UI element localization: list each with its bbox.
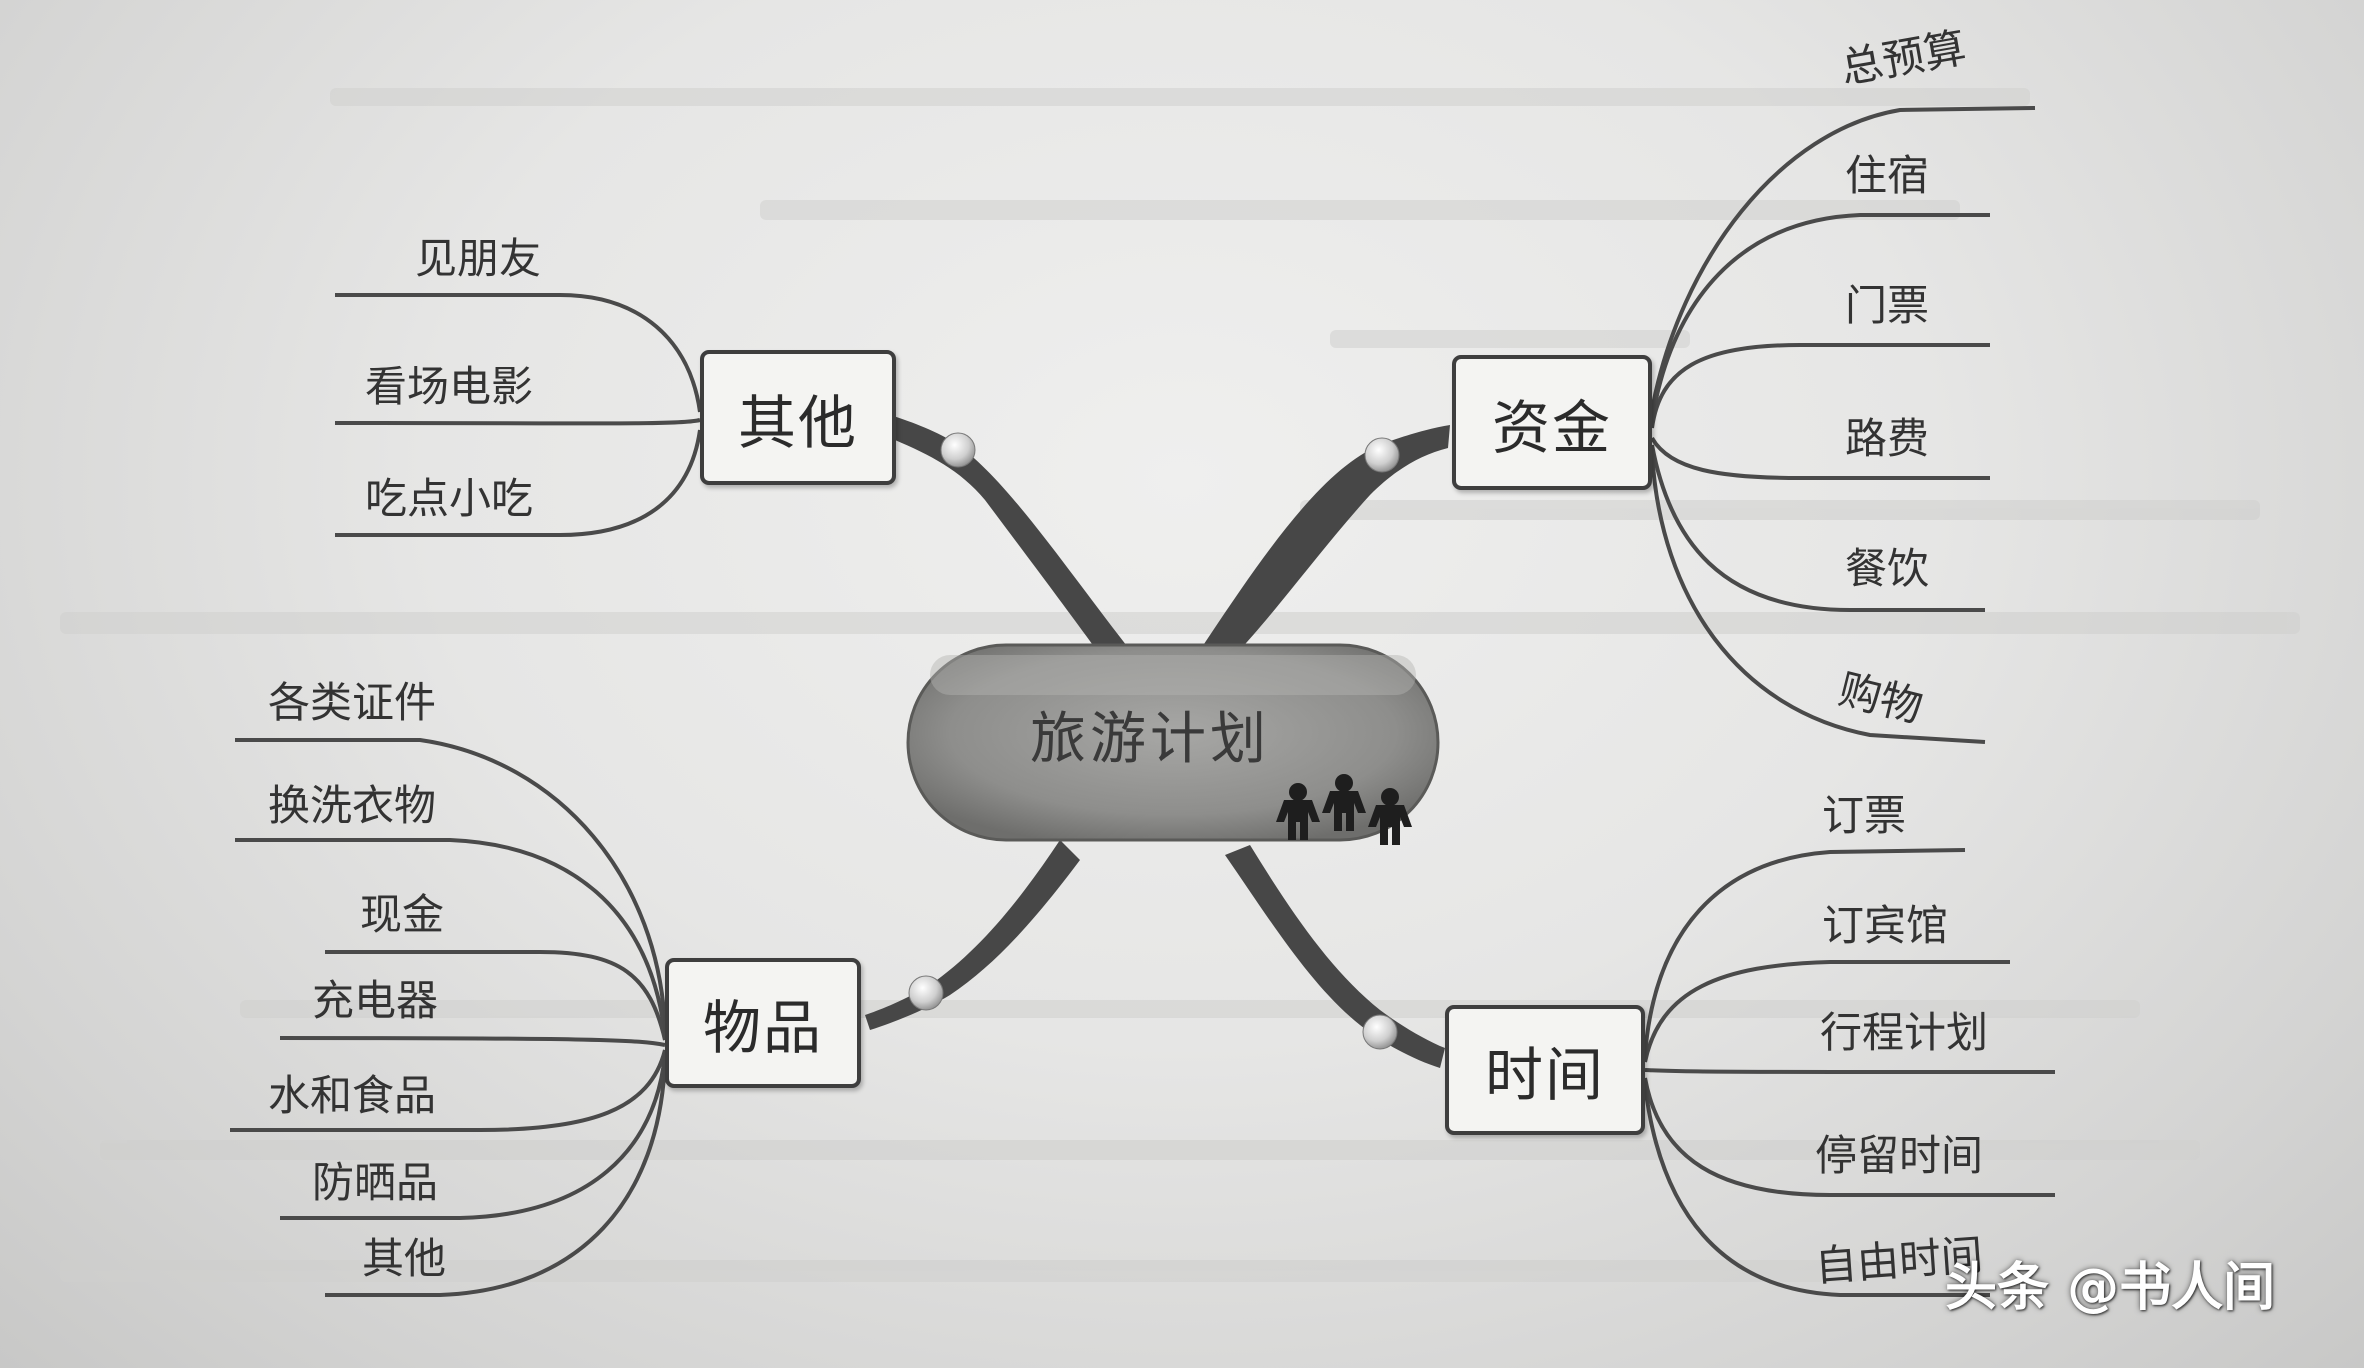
people-icon <box>1276 774 1412 845</box>
time-subbranches <box>1643 848 2056 1297</box>
connector-sunscreen <box>280 1054 667 1220</box>
branch-items <box>865 840 1080 1030</box>
leaf-tickets: 门票 <box>1845 281 1930 330</box>
leaf-snack: 吃点小吃 <box>365 474 534 523</box>
node-items[interactable]: 物品 <box>665 958 861 1088</box>
leaf-water-food: 水和食品 <box>268 1071 437 1120</box>
leaf-other-items: 其他 <box>362 1234 447 1283</box>
connector-itinerary <box>1644 1068 2056 1074</box>
leaf-travel-cost: 路费 <box>1845 414 1930 463</box>
connector-charger <box>279 1036 666 1047</box>
connector-total-budget <box>1650 106 2036 411</box>
connector-book-ticket <box>1643 848 1966 1056</box>
node-funds-label: 资金 <box>1491 393 1612 462</box>
node-time[interactable]: 时间 <box>1445 1005 1645 1135</box>
leaf-book-ticket: 订票 <box>1822 791 1907 840</box>
other-subbranches <box>334 293 702 537</box>
leaf-book-hotel: 订宾馆 <box>1822 901 1949 950</box>
connector-clothes <box>235 838 667 1036</box>
leaf-stay-time: 停留时间 <box>1815 1131 1984 1180</box>
leaf-movie: 看场电影 <box>365 362 534 411</box>
center-topic-label: 旅游计划 <box>1030 707 1270 772</box>
node-funds[interactable]: 资金 <box>1452 355 1652 490</box>
node-time-label: 时间 <box>1484 1041 1605 1109</box>
connector-stay-time <box>1643 1077 2055 1197</box>
funds-subbranches <box>1650 106 2036 744</box>
branch-funds <box>1200 425 1450 660</box>
connector-documents <box>235 738 667 1031</box>
node-other[interactable]: 其他 <box>700 350 896 485</box>
branch-time <box>1225 845 1445 1068</box>
connector-shopping <box>1650 451 1986 744</box>
connector-free-time <box>1643 1084 1990 1297</box>
connector-dining <box>1650 444 1985 612</box>
connector-book-hotel <box>1643 960 2010 1063</box>
connector-lodging <box>1650 213 1990 421</box>
watermark: 头条 @书人间 <box>1945 1258 2276 1318</box>
connector-water-food <box>230 1049 667 1132</box>
leaf-see-friends: 见朋友 <box>415 234 542 283</box>
connector-travel-cost <box>1650 436 1990 480</box>
leaf-cash: 现金 <box>360 890 445 939</box>
knob-time <box>1362 1014 1398 1050</box>
main-branches <box>865 415 1450 1068</box>
leaf-documents: 各类证件 <box>268 678 437 727</box>
leaf-clothes: 换洗衣物 <box>268 781 437 830</box>
node-items-label: 物品 <box>702 994 823 1062</box>
connector-see-friends <box>335 293 702 413</box>
knob-other <box>940 432 976 468</box>
leaf-sunscreen: 防晒品 <box>312 1158 439 1207</box>
leaf-dining: 餐饮 <box>1845 544 1930 593</box>
connector-movie <box>334 418 701 426</box>
branch-other <box>890 415 1130 655</box>
connector-cash <box>325 950 667 1041</box>
knob-items <box>908 975 944 1011</box>
connector-snack <box>335 429 702 537</box>
items-subbranches <box>230 738 667 1297</box>
leaf-itinerary: 行程计划 <box>1820 1008 1989 1057</box>
leaf-lodging: 住宿 <box>1845 151 1930 200</box>
node-other-label: 其他 <box>737 388 858 457</box>
connector-tickets <box>1650 343 1990 429</box>
knob-funds <box>1364 437 1400 473</box>
leaf-charger: 充电器 <box>312 976 439 1025</box>
connector-other-items <box>325 1059 667 1297</box>
